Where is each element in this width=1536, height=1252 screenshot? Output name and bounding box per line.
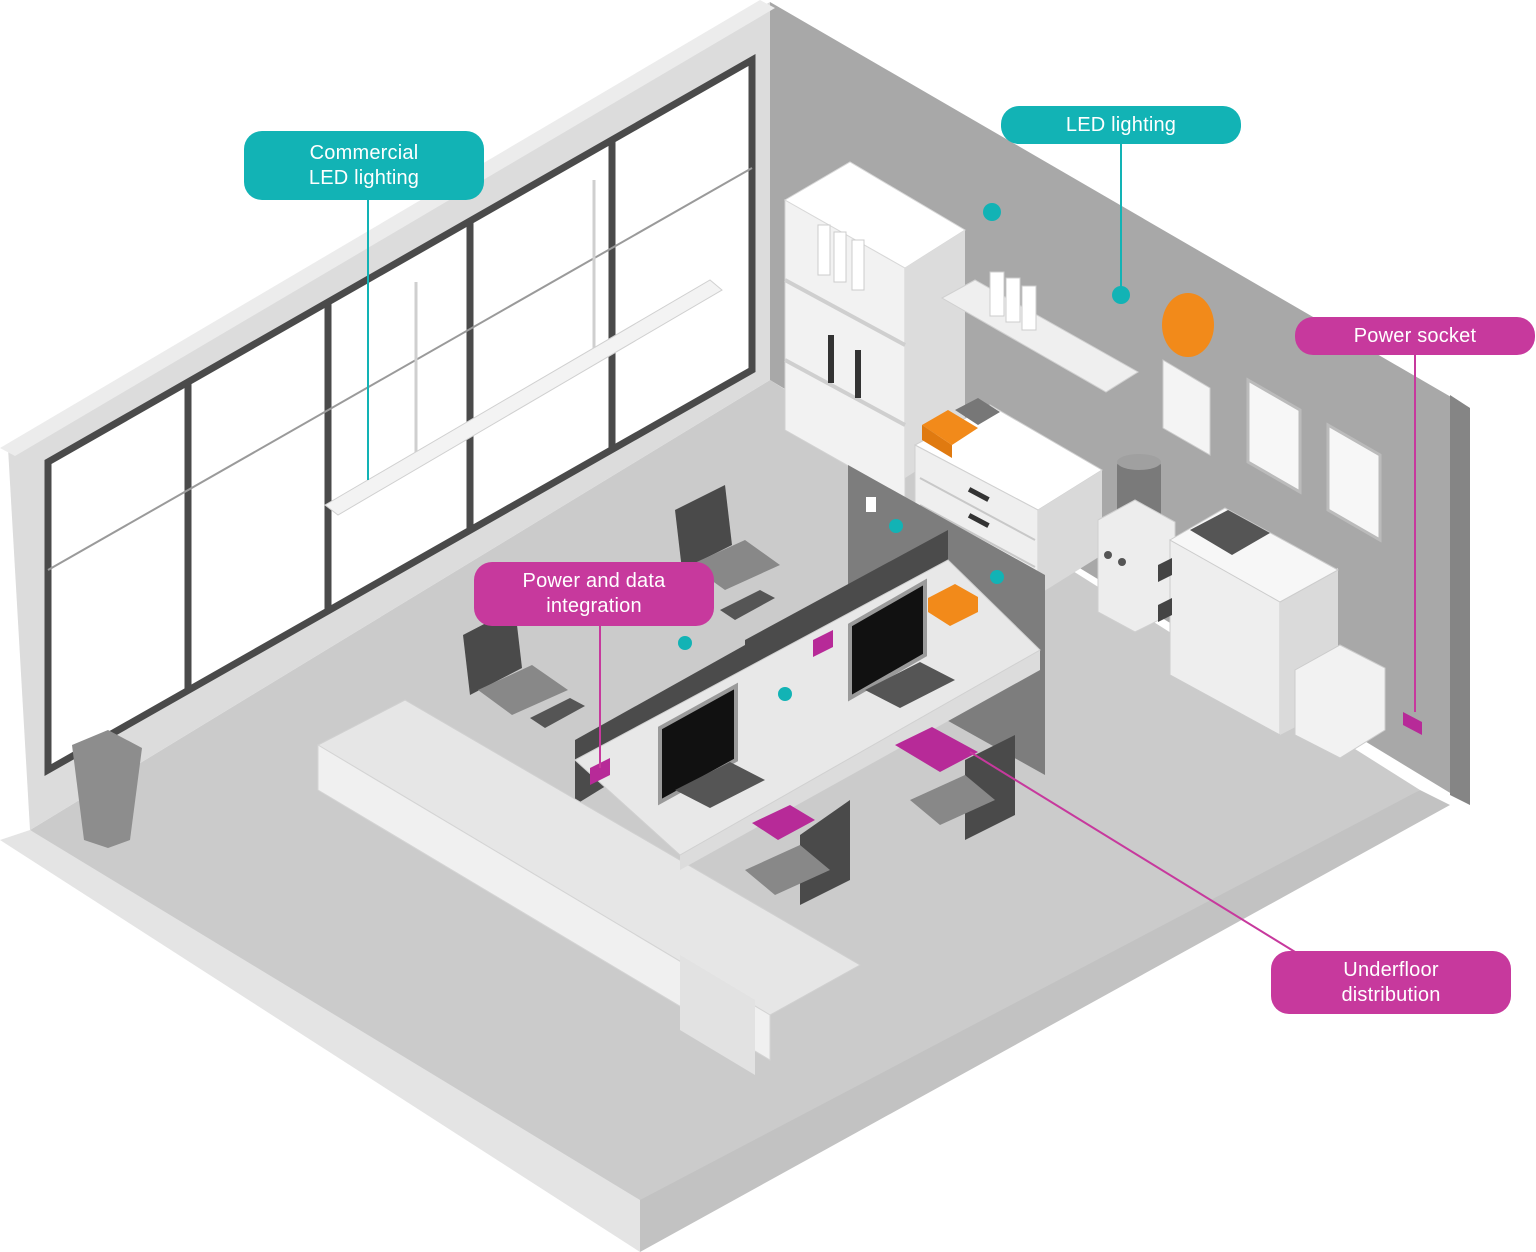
- teal-marker-dot: [778, 687, 792, 701]
- callout-underfloor-distribution: Underfloor distribution: [1271, 951, 1511, 1014]
- teal-marker-dot: [678, 636, 692, 650]
- teal-marker-dot: [983, 203, 1001, 221]
- keyboard: [720, 590, 775, 620]
- chair-back: [800, 800, 850, 905]
- chair-seat: [745, 845, 830, 895]
- outlet-plate: [866, 497, 876, 512]
- chair-seat: [478, 665, 568, 715]
- floor-front-right-edge: [640, 790, 1450, 1252]
- water-cooler: [1097, 454, 1176, 633]
- drawer-handle: [967, 487, 990, 502]
- main-desk-leg: [680, 955, 755, 1075]
- drawer-cabinet-side: [1038, 470, 1102, 595]
- chairs: [463, 485, 1015, 905]
- callout-commercial-led-lighting: Commercial LED lighting: [244, 131, 484, 200]
- right-wall-edge: [1450, 395, 1470, 805]
- power-outlet-marker: [590, 758, 610, 785]
- window-frame: [44, 53, 756, 777]
- gray-box: [955, 398, 1000, 425]
- monitor: [658, 682, 738, 806]
- pendant-bar: [324, 279, 723, 516]
- copier: [1158, 507, 1386, 759]
- magenta-markers: [590, 630, 1422, 840]
- callout-text: integration: [546, 595, 642, 617]
- callout-led-lighting: LED lighting: [1001, 106, 1241, 144]
- binder: [851, 239, 865, 291]
- teal-marker-dot: [889, 519, 903, 533]
- left-wall-top-edge: [0, 0, 775, 456]
- chair-back: [965, 735, 1015, 840]
- orange-box-front: [922, 425, 952, 458]
- bookcase-handle: [828, 335, 834, 383]
- window-transom: [47, 167, 753, 571]
- bookcase-shelf: [784, 358, 906, 427]
- binder: [833, 231, 847, 283]
- water-bottle-top: [1117, 454, 1161, 470]
- copier-lid: [1190, 510, 1270, 555]
- picture-frame: [1326, 422, 1382, 543]
- binder: [1005, 277, 1021, 323]
- keyboard: [675, 762, 765, 808]
- floor-front-left-edge: [0, 830, 640, 1252]
- binder: [989, 271, 1005, 317]
- callout-text: LED lighting: [308, 166, 420, 189]
- binder: [1021, 285, 1037, 331]
- drawer-divider: [919, 477, 1036, 541]
- copier-tray: [1158, 598, 1172, 622]
- wall-clock: [1162, 293, 1214, 357]
- monitor: [848, 578, 927, 702]
- chair-seat: [910, 775, 995, 825]
- teal-markers: [678, 203, 1130, 701]
- drawer-handle: [967, 513, 990, 528]
- callout-text: LED lighting: [1065, 113, 1177, 136]
- orange-box: [928, 584, 978, 626]
- teal-marker-dot: [1112, 286, 1130, 304]
- underfloor-box: [752, 805, 815, 840]
- power-socket-marker: [1403, 712, 1422, 735]
- water-tap: [1104, 551, 1112, 559]
- bookcase-shelf: [784, 278, 906, 347]
- binder: [817, 224, 831, 276]
- side-cabinet: [1294, 644, 1386, 759]
- keyboard: [865, 662, 955, 708]
- bookcase-handle: [855, 350, 861, 398]
- callout-text: Commercial: [309, 141, 419, 164]
- callout-text: distribution: [1341, 983, 1441, 1006]
- callout-power-socket: Power socket: [1295, 317, 1535, 355]
- wall-poster: [1162, 359, 1211, 456]
- water-tap: [1118, 558, 1126, 566]
- chair-back: [463, 608, 522, 695]
- wall-frames: [1162, 359, 1382, 543]
- chair-back: [675, 485, 732, 570]
- callout-text: Power socket: [1353, 324, 1477, 347]
- pendant-led-light: [324, 180, 723, 516]
- wall-shelf: [940, 271, 1139, 393]
- main-desk-front: [317, 744, 771, 1061]
- drawer-divider: [919, 504, 1036, 568]
- leader-line-underfloor: [969, 751, 1301, 956]
- keyboard: [530, 698, 585, 728]
- copier-tray: [1158, 558, 1172, 582]
- divider-panel-dark: [745, 530, 948, 670]
- trash-bin: [72, 730, 142, 848]
- monitors: [530, 578, 955, 808]
- window-wall: [44, 53, 756, 777]
- leader-lines: [367, 144, 1416, 956]
- callout-text: Power and data: [522, 570, 666, 592]
- teal-marker-dot: [990, 570, 1004, 584]
- power-outlet-marker: [813, 630, 833, 657]
- underfloor-box: [895, 727, 978, 772]
- orange-box: [922, 410, 978, 445]
- picture-frame: [1246, 377, 1302, 495]
- callout-power-and-data-integration: Power and data integration: [474, 562, 714, 626]
- callout-text: Underfloor: [1343, 958, 1439, 981]
